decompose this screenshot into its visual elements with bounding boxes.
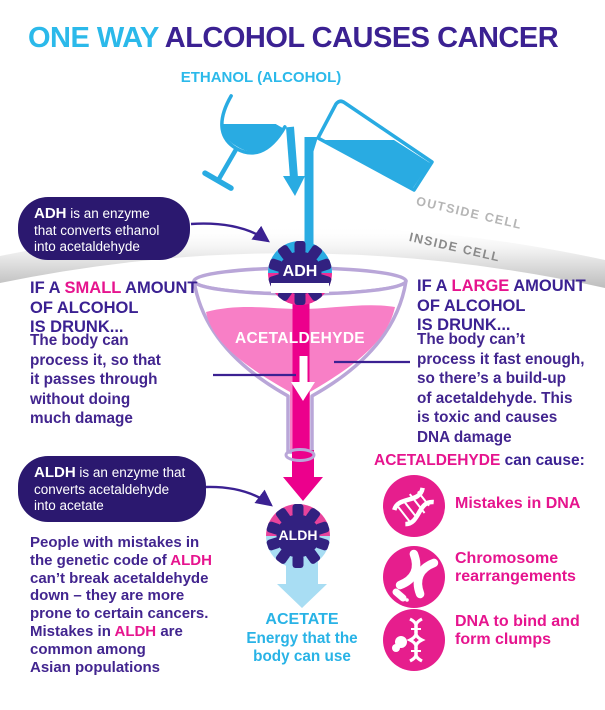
title-highlight: ONE WAY — [28, 22, 165, 54]
chromosome-icon — [383, 546, 445, 608]
acetate-sublabel: Energy that the body can use — [246, 630, 358, 665]
title-rest: ALCOHOL CAUSES CANCER — [164, 22, 559, 54]
aldh-callout-arrow-icon — [205, 485, 273, 507]
cause-label-dna-clumps: DNA to bind and form clumps — [455, 613, 580, 648]
pour-arrow-icon — [283, 126, 305, 196]
adh-callout-arrow-icon — [190, 222, 270, 243]
aldh-mutation-paragraph: People with mistakes in the genetic code… — [30, 534, 212, 676]
page-title: ONE WAY ALCOHOL CAUSES CANCER — [28, 22, 559, 55]
aldh-gear-label: ALDH — [278, 527, 318, 543]
aldh-callout: ALDH is an enzyme that converts acetalde… — [18, 456, 206, 522]
acetate-label: ACETATE — [265, 611, 339, 628]
dna-mistakes-icon — [383, 475, 445, 537]
funnel-mouth — [284, 448, 316, 462]
acetaldehyde-funnel-label: ACETALDEHYDE — [235, 330, 365, 347]
large-amount-heading: IF A LARGE AMOUNT OF ALCOHOL IS DRUNK... — [417, 277, 586, 334]
cause-label-chromosome: Chromosome rearrangements — [455, 550, 576, 585]
adh-callout-term: ADH — [34, 205, 67, 222]
ethanol-stream — [304, 137, 318, 252]
cause-label-dna-mistakes: Mistakes in DNA — [455, 495, 581, 512]
large-amount-body: The body can’t process it fast enough, s… — [417, 331, 585, 446]
causes-heading: ACETALDEHYDE can cause: — [374, 452, 585, 469]
small-amount-body: The body can process it, so that it pass… — [30, 332, 161, 427]
dna-clumps-icon — [383, 609, 445, 671]
acetaldehyde-arrow-icon — [283, 450, 323, 501]
small-amount-heading: IF A SMALL AMOUNT OF ALCOHOL IS DRUNK... — [30, 279, 198, 336]
beer-glass-icon — [316, 99, 434, 192]
aldh-callout-term: ALDH — [34, 464, 76, 481]
adh-gear-label: ADH — [282, 263, 318, 280]
funnel-down-arrow-icon — [291, 356, 315, 401]
wine-glass-icon — [202, 94, 287, 191]
ethanol-label: ETHANOL (ALCOHOL) — [180, 69, 342, 86]
adh-gear-icon — [267, 241, 333, 305]
adh-callout: ADH is an enzyme that converts ethanol i… — [18, 197, 190, 260]
